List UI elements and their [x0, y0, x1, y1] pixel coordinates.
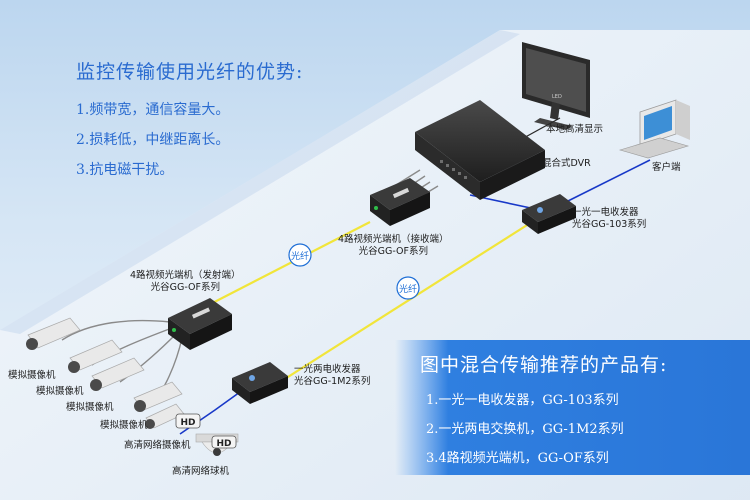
analog-camera-1	[26, 317, 81, 350]
fiber-badge-2: 光纤	[396, 276, 420, 300]
receiver-label-line1: 4路视频光端机（接收端）	[338, 234, 449, 245]
monitor-label: 本地高清显示	[546, 124, 604, 135]
analog-camera-3	[90, 357, 145, 391]
hd-dome-label: 高清网络球机	[172, 466, 230, 477]
converter-103-device	[522, 194, 576, 234]
hd-camera-badge: HD	[180, 418, 195, 428]
dvr-label: 混合式DVR	[542, 158, 591, 169]
hd-dome-badge: HD	[216, 439, 231, 449]
transmitter-label-line2: 光谷GG-OF系列	[150, 282, 220, 293]
analog-camera-label-1: 模拟摄像机	[8, 370, 56, 381]
converter-1m2-label-line2: 光谷GG-1M2系列	[294, 376, 371, 387]
converter-103-label: 一光一电收发器 光谷GG-103系列	[572, 207, 646, 231]
receiver-label-line2: 光谷GG-OF系列	[358, 246, 428, 257]
analog-camera-label-2: 模拟摄像机	[36, 386, 84, 397]
advantage-item-3: 3.抗电磁干扰。	[76, 162, 174, 178]
fiber-badge-1: 光纤	[288, 243, 312, 267]
hd-camera-device: HD	[145, 403, 201, 429]
fiber-cables	[194, 219, 536, 383]
converter-1m2-label: 一光两电收发器 光谷GG-1M2系列	[294, 364, 370, 388]
advantages-title: 监控传输使用光纤的优势:	[76, 61, 304, 83]
client-pc	[618, 99, 690, 159]
analog-camera-label-4: 模拟摄像机	[100, 420, 148, 431]
analog-camera-2	[68, 339, 123, 373]
floor-edge	[0, 30, 520, 334]
converter-1m2-label-line1: 一光两电收发器	[294, 364, 361, 375]
advantage-item-2: 2.损耗低，中继距离长。	[76, 132, 230, 148]
monitor-brand: LED	[552, 94, 562, 100]
converter-1m2-device	[232, 362, 288, 404]
monitor-device: LED	[522, 42, 590, 130]
products-title: 图中混合传输推荐的产品有:	[420, 354, 668, 376]
product-item-1: 1.一光一电收发器，GG-103系列	[426, 393, 619, 408]
receiver-label: 4路视频光端机（接收端） 光谷GG-OF系列	[338, 234, 449, 258]
fiber-badge-2-text: 光纤	[399, 283, 417, 295]
dvr-device	[415, 100, 545, 200]
client-label: 客户端	[652, 162, 681, 173]
hd-dome-device: HD	[195, 433, 239, 456]
transmitter-terminal	[168, 298, 232, 350]
advantage-item-1: 1.频带宽，通信容量大。	[76, 102, 230, 118]
transmitter-label-line1: 4路视频光端机（发射端）	[130, 270, 241, 281]
converter-103-label-line1: 一光一电收发器	[572, 207, 639, 218]
transmitter-label: 4路视频光端机（发射端） 光谷GG-OF系列	[130, 270, 241, 294]
analog-camera-label-3: 模拟摄像机	[66, 402, 114, 413]
receiver-terminal	[370, 178, 430, 226]
hd-camera-label: 高清网络摄像机	[124, 440, 191, 451]
product-item-3: 3.4路视频光端机，GG-OF系列	[426, 451, 609, 466]
converter-103-label-line2: 光谷GG-103系列	[572, 219, 647, 230]
fiber-badge-1-text: 光纤	[291, 250, 309, 262]
products-panel	[395, 340, 750, 475]
product-item-2: 2.一光两电交换机，GG-1M2系列	[426, 422, 624, 437]
analog-camera-4	[133, 381, 183, 412]
